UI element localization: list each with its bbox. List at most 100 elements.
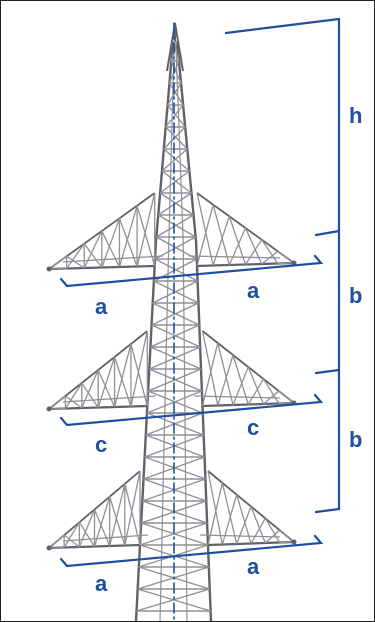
arm-web [48, 534, 65, 549]
arm-level-tick-top [314, 229, 341, 237]
arm-web [228, 216, 247, 265]
arm-web [66, 255, 85, 269]
cross-arm-middle [46, 330, 297, 412]
arm-span-middle [59, 393, 324, 427]
arm-web [97, 369, 116, 408]
insulator-point-left [46, 406, 52, 412]
arm-web [78, 509, 96, 548]
arm-web [201, 330, 219, 406]
tower-brace [154, 236, 196, 260]
arm-chord-back [62, 534, 149, 542]
arm-web [118, 205, 138, 268]
arm-web [217, 342, 234, 406]
arm-web [124, 470, 141, 546]
arm-web [83, 230, 103, 269]
arm-chord-back [62, 255, 163, 263]
arm-web [48, 407, 66, 410]
arm-web [81, 369, 99, 409]
arm-web [48, 267, 67, 270]
tower-brace [168, 82, 184, 106]
tower-brace [136, 588, 210, 612]
label-c-mid-right: c [247, 415, 259, 440]
arm-web [277, 250, 295, 264]
arm-web [48, 255, 67, 270]
arm-web [101, 218, 121, 268]
arm-web [63, 534, 80, 548]
arm-web [196, 192, 214, 266]
arm-web [250, 506, 266, 544]
arm-web [93, 509, 111, 547]
dimension-lines [59, 17, 341, 621]
arm-web [250, 518, 266, 544]
tower-brace [161, 148, 188, 172]
arm-web [244, 227, 263, 265]
arm-web [278, 402, 295, 405]
arm-web [207, 470, 223, 545]
arm-web [65, 395, 83, 409]
arm-web [232, 366, 249, 406]
arm-web [263, 390, 280, 405]
tower-brace [167, 82, 182, 106]
arm-web [130, 343, 148, 407]
cross-arm-top [46, 192, 297, 272]
arm-web [279, 529, 295, 543]
height-top-tick [224, 17, 341, 35]
lattice-tower [46, 22, 297, 621]
tower-brace [161, 170, 192, 194]
tower-brace [165, 104, 184, 128]
arm-chord-back [62, 395, 156, 403]
arm-web [109, 496, 126, 546]
label-c-mid-left: c [95, 432, 107, 457]
label-a-top-left: a [95, 294, 108, 319]
arm-web [278, 390, 295, 404]
arm-web [136, 205, 156, 267]
arm-web [97, 356, 116, 408]
tower-brace [139, 522, 208, 546]
tower-brace [152, 280, 198, 304]
arm-web [236, 506, 252, 545]
arm-web [264, 518, 281, 543]
arm-web [48, 395, 66, 410]
arm-level-tick-middle [314, 368, 341, 375]
tower-brace [159, 192, 194, 216]
label-a-top-right: a [247, 278, 260, 303]
arm-web [232, 354, 249, 405]
arm-web [217, 354, 234, 406]
tower-brace [159, 170, 190, 194]
arm-web [212, 204, 230, 266]
arm-web [264, 529, 281, 544]
arm-web [109, 483, 126, 547]
insulator-point-right [291, 539, 297, 545]
arm-web [196, 204, 214, 267]
arm-web [247, 366, 265, 405]
arm-web [48, 546, 65, 549]
arm-web [207, 482, 223, 546]
arm-web [228, 227, 247, 266]
label-h: h [349, 103, 362, 128]
arm-web [261, 250, 279, 265]
arm-web [66, 243, 85, 269]
arm-web [261, 239, 279, 264]
tower-leg-right [175, 40, 213, 621]
label-a-bottom-right: a [247, 554, 260, 579]
tower-brace [157, 214, 196, 238]
insulator-point-left [46, 545, 52, 551]
arm-web [81, 382, 99, 408]
arm-web [93, 496, 111, 547]
tower-brace [150, 324, 200, 348]
arm-web [262, 378, 280, 404]
tower-brace [155, 214, 194, 238]
tower-brace [167, 104, 186, 128]
arm-web [247, 378, 265, 405]
tower-brace [163, 148, 190, 172]
arm-web [78, 521, 96, 547]
arm-chord-back [194, 395, 281, 399]
arm-level-tick-bottom [314, 507, 341, 514]
label-b-lower: b [349, 427, 362, 452]
arm-web [101, 230, 121, 268]
arm-web [277, 262, 295, 265]
tower-brace [147, 368, 202, 392]
arm-web [130, 330, 148, 407]
arm-web [136, 192, 156, 267]
